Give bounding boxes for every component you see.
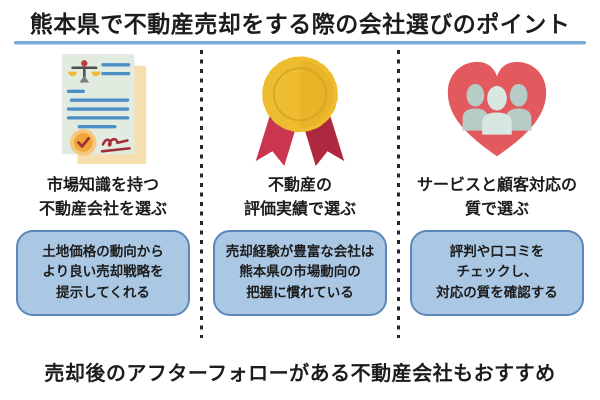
point-description-box: 売却経験が豊富な会社は 熊本県の市場動向の 把握に慣れている	[213, 229, 387, 316]
award-medal-icon	[241, 48, 359, 172]
point-column-customer-service: サービスと顧客対応の 質で選ぶ 評判や口コミを チェックし、 対応の質を確認する	[400, 48, 594, 355]
point-description-box: 評判や口コミを チェックし、 対応の質を確認する	[410, 229, 584, 316]
column-divider	[397, 49, 400, 338]
contract-document-icon	[44, 48, 162, 172]
point-description-box: 土地価格の動向から より良い売却戦略を 提示してくれる	[16, 229, 190, 316]
point-heading: 不動産の 評価実績で選ぶ	[243, 176, 356, 218]
point-column-market-knowledge: 市場知識を持つ 不動産会社を選ぶ 土地価格の動向から より良い売却戦略を 提示し…	[6, 48, 200, 355]
page-title: 熊本県で不動産売却をする際の会社選びのポイント	[29, 11, 571, 37]
column-divider	[200, 49, 203, 338]
points-row: 市場知識を持つ 不動産会社を選ぶ 土地価格の動向から より良い売却戦略を 提示し…	[0, 48, 600, 355]
footer-note: 売却後のアフターフォローがある不動産会社もおすすめ	[44, 363, 556, 385]
point-heading: 市場知識を持つ 不動産会社を選ぶ	[38, 176, 167, 218]
point-heading: サービスと顧客対応の 質で選ぶ	[416, 176, 577, 218]
customer-heart-icon	[438, 48, 556, 172]
point-column-track-record: 不動産の 評価実績で選ぶ 売却経験が豊富な会社は 熊本県の市場動向の 把握に慣れ…	[203, 48, 397, 355]
title-underline	[14, 40, 586, 44]
